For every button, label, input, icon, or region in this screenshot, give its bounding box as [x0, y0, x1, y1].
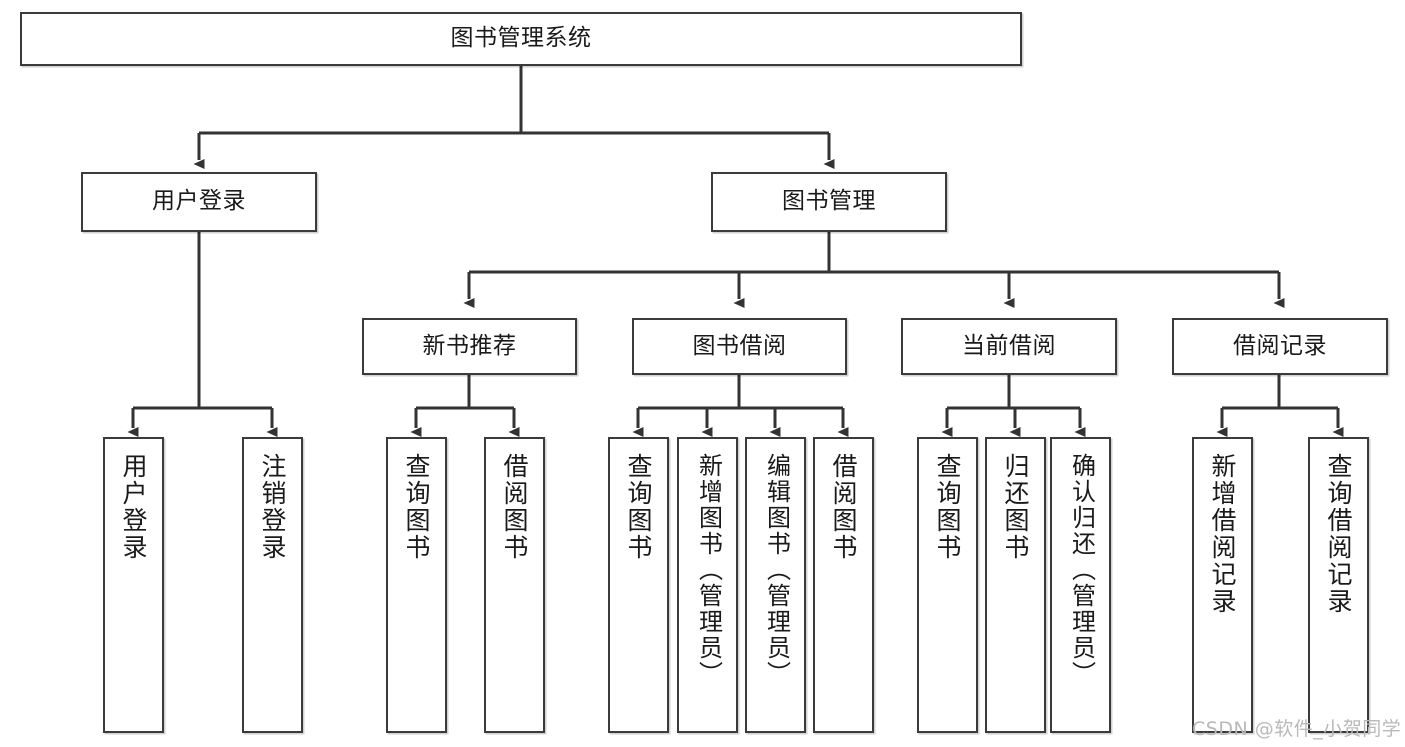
leaf-query-book-1-label: 查询图书: [402, 453, 431, 561]
leaf-add-record-label: 新增借阅记录: [1208, 453, 1237, 615]
leaf-borrow-book-1[interactable]: 借阅图书: [484, 437, 545, 733]
node-current-borrow-label: 当前借阅: [962, 332, 1056, 359]
leaf-return-book[interactable]: 归还图书: [985, 437, 1046, 733]
node-book-manage-label: 图书管理: [782, 188, 876, 215]
leaf-borrow-book-2[interactable]: 借阅图书: [813, 437, 874, 733]
leaf-confirm-return[interactable]: 确认归还（管理员）: [1050, 437, 1111, 733]
node-new-book-rec[interactable]: 新书推荐: [362, 318, 577, 375]
node-root[interactable]: 图书管理系统: [20, 12, 1022, 66]
leaf-query-book-2-label: 查询图书: [624, 453, 653, 561]
node-borrow-record[interactable]: 借阅记录: [1172, 318, 1388, 375]
node-user-login-label: 用户登录: [152, 188, 246, 215]
leaf-confirm-return-label: 确认归还（管理员）: [1067, 453, 1096, 687]
node-new-book-rec-label: 新书推荐: [422, 332, 517, 359]
leaf-add-book-label: 新增图书（管理员）: [694, 453, 723, 687]
leaf-query-book-3[interactable]: 查询图书: [917, 437, 978, 733]
node-current-borrow[interactable]: 当前借阅: [901, 318, 1117, 375]
leaf-edit-book[interactable]: 编辑图书（管理员）: [745, 437, 806, 733]
leaf-borrow-book-2-label: 借阅图书: [829, 453, 858, 561]
node-book-borrow[interactable]: 图书借阅: [632, 318, 847, 375]
leaf-logout[interactable]: 注销登录: [242, 437, 303, 733]
leaf-user-login[interactable]: 用户登录: [103, 437, 164, 733]
leaf-edit-book-label: 编辑图书（管理员）: [762, 453, 791, 687]
leaf-return-book-label: 归还图书: [1001, 453, 1030, 561]
leaf-borrow-book-1-label: 借阅图书: [500, 453, 529, 561]
leaf-add-record[interactable]: 新增借阅记录: [1192, 437, 1253, 733]
leaf-query-record[interactable]: 查询借阅记录: [1308, 437, 1369, 733]
leaf-query-record-label: 查询借阅记录: [1324, 453, 1353, 615]
csdn-watermark: CSDN @软件_小贺同学: [1192, 718, 1402, 740]
leaf-add-book[interactable]: 新增图书（管理员）: [677, 437, 738, 733]
node-borrow-record-label: 借阅记录: [1233, 332, 1327, 359]
leaf-query-book-1[interactable]: 查询图书: [386, 437, 447, 733]
node-book-borrow-label: 图书借阅: [692, 332, 787, 359]
leaf-query-book-3-label: 查询图书: [933, 453, 962, 561]
node-user-login[interactable]: 用户登录: [81, 172, 317, 232]
leaf-user-login-label: 用户登录: [119, 453, 148, 561]
node-book-manage[interactable]: 图书管理: [711, 172, 947, 232]
leaf-query-book-2[interactable]: 查询图书: [608, 437, 669, 733]
node-root-label: 图书管理系统: [450, 25, 592, 52]
leaf-logout-label: 注销登录: [258, 453, 287, 561]
